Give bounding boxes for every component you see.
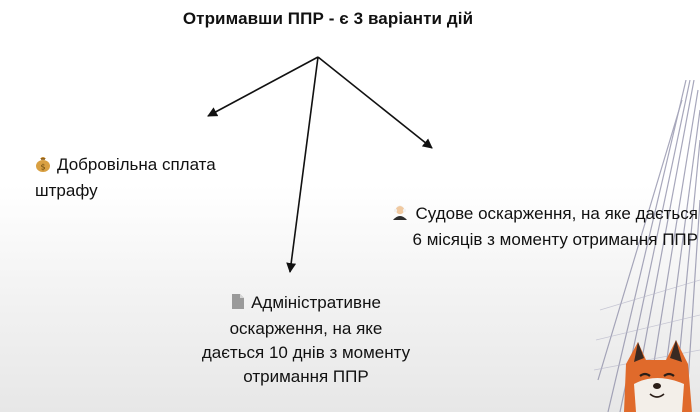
judge-icon bbox=[391, 203, 409, 228]
document-icon bbox=[231, 293, 245, 317]
arrow-to-court bbox=[317, 56, 433, 149]
option-administrative-line3: дається 10 днів з моменту bbox=[201, 343, 411, 362]
option-administrative-appeal: Адміністративне оскарження, на яке даєть… bbox=[176, 291, 436, 389]
option-court-appeal: Судове оскарження, на яке дається 6 міся… bbox=[348, 202, 698, 252]
option-voluntary-line1: Добровільна сплата bbox=[57, 155, 216, 174]
option-court-line1: Судове оскарження, на яке дається bbox=[415, 204, 698, 223]
option-voluntary-line2: штрафу bbox=[35, 181, 98, 200]
option-voluntary-payment: $ Добровільна сплата штрафу bbox=[35, 153, 265, 203]
option-administrative-line4: отримання ППР bbox=[243, 367, 369, 386]
diagram-title: Отримавши ППР - є 3 варіанти дій bbox=[182, 9, 474, 28]
arrow-to-administrative bbox=[286, 56, 319, 273]
option-court-line2: 6 місяців з моменту отримання ППР bbox=[412, 230, 698, 249]
option-administrative-line2: оскарження, на яке bbox=[229, 319, 383, 338]
option-administrative-line1: Адміністративне bbox=[251, 293, 381, 312]
decorative-lines bbox=[593, 80, 700, 412]
fox-mascot bbox=[624, 340, 692, 412]
money-bag-icon: $ bbox=[35, 155, 51, 179]
arrow-to-voluntary bbox=[207, 56, 319, 117]
svg-text:$: $ bbox=[40, 163, 45, 172]
